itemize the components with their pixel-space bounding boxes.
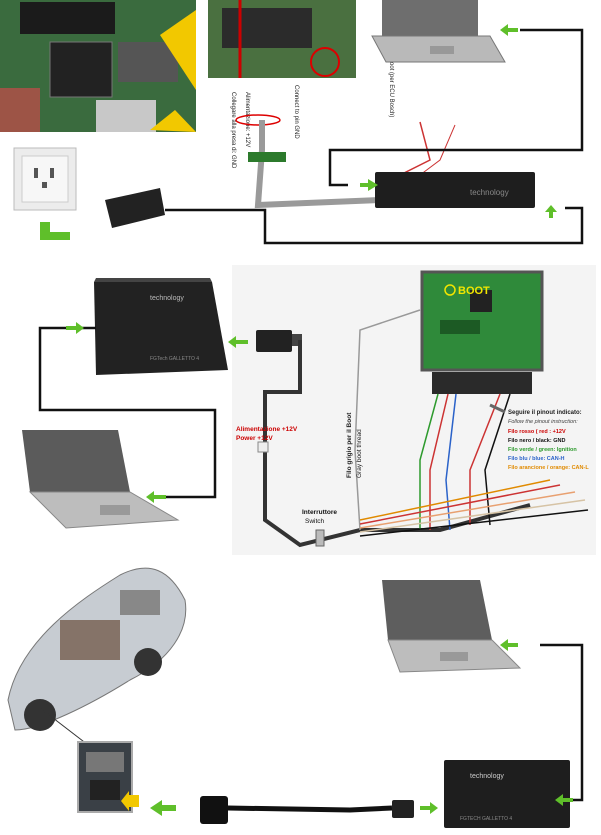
power-label-1: Alimentazione +12V [236, 426, 298, 433]
arrow-icon [40, 222, 70, 240]
device-model: FGTech GALLETTO 4 [150, 356, 199, 362]
car-cutaway-icon [7, 567, 187, 731]
wall-socket-icon [13, 147, 77, 211]
power-label-2: Power +12V [236, 435, 273, 442]
device-brand-3: technology [470, 773, 504, 780]
pinout-item: Filo blu / blue: CAN-H [508, 456, 565, 462]
label-a0: Collegare alla presa di: GND [230, 92, 236, 169]
label-a1: Alimentazione: +12V [244, 92, 250, 147]
pinout-subtitle: Follow the pinout instruction: [508, 419, 578, 425]
device-model-3: FGTECH GALLETTO 4 [460, 816, 512, 822]
gray-wire-label-2: Gray boot thread [356, 429, 363, 478]
switch-label-2: Switch [305, 518, 325, 525]
laptop-icon [371, 0, 506, 63]
pinout-item: Filo rosso ( red : +12V [508, 429, 566, 435]
boot-label: BOOT [458, 285, 490, 297]
pinout-item: Filo nero / black: GND [508, 438, 565, 444]
laptop-3-icon [382, 580, 522, 673]
device-brand: technology [150, 295, 184, 302]
obd-plug-icon [200, 796, 228, 824]
interface-box-3-icon: technology FGTECH GALLETTO 4 [444, 760, 570, 828]
svg-text:technology: technology [470, 188, 509, 197]
gray-wire-label-1: Filo grigio per il Boot [346, 412, 353, 478]
ecu-board-icon: BOOT [420, 270, 544, 394]
panel-1: Collegare alla presa di: GND Alimentazio… [0, 0, 584, 245]
ecu-wires [354, 309, 589, 537]
switch-icon [315, 529, 325, 547]
pinout-title: Seguire il pinout indicato: [508, 410, 582, 416]
power-plug-icon [257, 441, 269, 453]
power-adapter-icon [105, 188, 165, 228]
label-b: Connect to pin GND [293, 85, 299, 139]
rotated-labels: Collegare alla presa di: GND Alimentazio… [230, 58, 394, 169]
interface-box-2-icon: technology FGTech GALLETTO 4 [94, 278, 228, 375]
interface-box-icon: technology [375, 172, 535, 208]
laptop-2-icon [22, 430, 180, 529]
label-a2: Boot (per ECU Bosch) [388, 58, 394, 117]
switch-label-1: Interruttore [302, 509, 337, 516]
pinout-item: Filo arancione / orange: CAN-L [508, 465, 589, 471]
probe-photo-icon [208, 0, 356, 78]
obd-connector-icon [256, 330, 302, 352]
pinout-item: Filo verde / green: Ignition [508, 447, 577, 453]
panel-2: technology FGTech GALLETTO 4 BOOT [22, 265, 596, 555]
pinout-legend: Seguire il pinout indicato: Follow the p… [489, 403, 589, 471]
pcb-photo-icon [0, 0, 196, 132]
panel-3: technology FGTECH GALLETTO 4 [7, 567, 584, 828]
